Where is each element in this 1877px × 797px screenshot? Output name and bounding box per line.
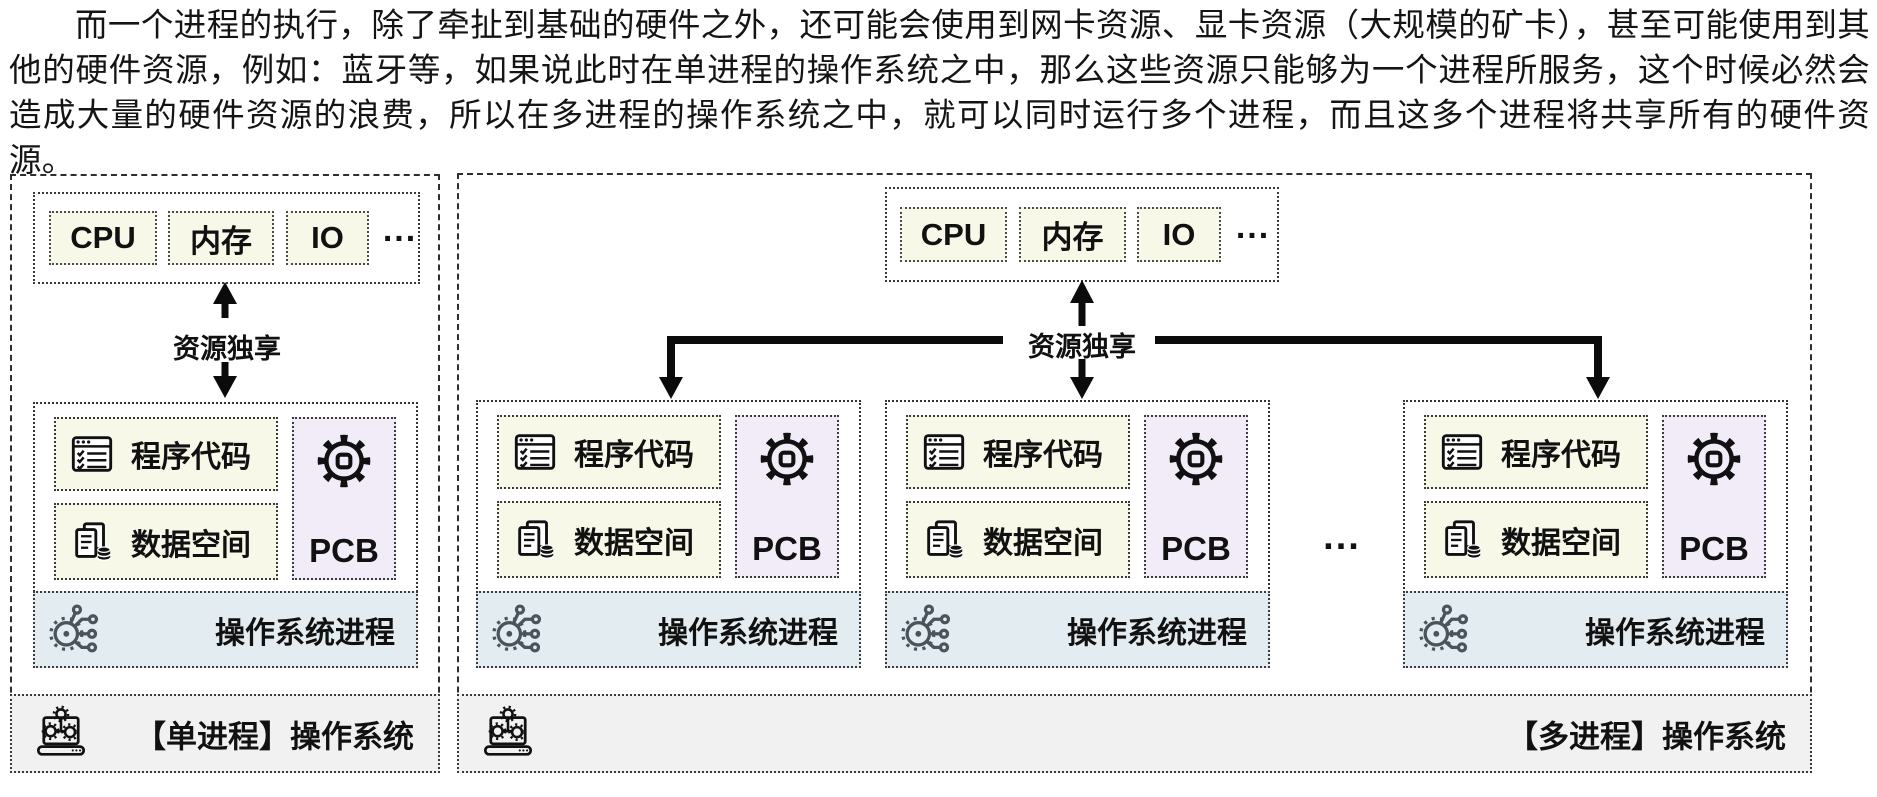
program-code-label: 程序代码	[1501, 439, 1621, 472]
io-label: IO	[1162, 216, 1196, 252]
program-code-box: 程序代码	[54, 417, 278, 491]
pcb-box: PCB	[292, 417, 396, 580]
program-code-icon	[1439, 429, 1485, 475]
pcb-gear-icon	[758, 430, 816, 488]
data-space-label: 数据空间	[983, 526, 1103, 560]
data-space-box: 数据空间	[497, 501, 721, 578]
pcb-gear-icon	[1685, 430, 1743, 488]
os-process-circuit-icon	[1415, 597, 1477, 659]
process-card: 程序代码 数据空间 PCB 操作系统进程	[476, 400, 861, 668]
process-card: 程序代码 数据空间 PCB 操作系统进程	[885, 400, 1270, 668]
data-space-box: 数据空间	[1424, 501, 1648, 578]
io-label: IO	[311, 220, 344, 255]
laptop-gears-icon	[479, 704, 537, 762]
data-space-icon	[921, 517, 967, 563]
cpu-chip: CPU	[49, 211, 157, 265]
program-code-icon	[512, 429, 558, 475]
cpu-label: CPU	[70, 220, 136, 255]
pcb-label: PCB	[752, 530, 822, 567]
cpu-chip: CPU	[900, 207, 1007, 262]
program-code-box: 程序代码	[497, 415, 721, 489]
memory-label: 内存	[1041, 220, 1104, 255]
hardware-box: CPU 内存 IO ...	[33, 192, 420, 284]
data-space-icon	[512, 517, 558, 563]
os-process-circuit-icon	[488, 597, 550, 659]
process-card: 程序代码 数据空间 PCB 操作系统进程	[1403, 400, 1788, 668]
more-processes-ellipsis: ...	[1323, 515, 1361, 558]
memory-chip: 内存	[168, 211, 274, 265]
process-card: 程序代码 数据空间 PCB 操作系统进程	[33, 402, 418, 668]
os-process-bar: 操作系统进程	[885, 591, 1270, 668]
program-code-icon	[921, 429, 967, 475]
resource-exclusive-label: 资源独享	[1028, 332, 1136, 362]
pcb-box: PCB	[1662, 415, 1766, 578]
pcb-gear-icon	[1167, 430, 1225, 488]
single-process-footer: 【单进程】操作系统	[10, 694, 440, 773]
laptop-gears-icon	[32, 704, 90, 762]
data-space-label: 数据空间	[574, 526, 694, 560]
os-process-label: 操作系统进程	[658, 616, 838, 650]
program-code-box: 程序代码	[1424, 415, 1648, 489]
pcb-box: PCB	[735, 415, 839, 578]
os-process-bar: 操作系统进程	[33, 591, 418, 668]
pcb-gear-icon	[315, 432, 373, 490]
memory-chip: 内存	[1019, 207, 1126, 262]
pcb-label: PCB	[1679, 530, 1749, 567]
program-code-icon	[69, 431, 115, 477]
pcb-label: PCB	[309, 532, 379, 569]
os-process-circuit-icon	[897, 597, 959, 659]
os-process-label: 操作系统进程	[215, 616, 395, 650]
hardware-ellipsis: ...	[1235, 207, 1271, 246]
memory-label: 内存	[190, 223, 252, 259]
program-code-label: 程序代码	[131, 441, 251, 474]
hardware-box: CPU 内存 IO ...	[885, 187, 1279, 282]
pcb-box: PCB	[1144, 415, 1248, 578]
cpu-label: CPU	[920, 216, 987, 252]
pcb-label: PCB	[1161, 530, 1231, 567]
data-space-box: 数据空间	[54, 503, 278, 580]
data-space-box: 数据空间	[906, 501, 1130, 578]
os-process-bar: 操作系统进程	[1403, 591, 1788, 668]
data-space-icon	[1439, 517, 1485, 563]
resource-exclusive-label: 资源独享	[173, 334, 281, 364]
multi-process-footer: 【多进程】操作系统	[457, 694, 1812, 773]
os-process-label: 操作系统进程	[1585, 616, 1765, 650]
multi-footer-label: 【多进程】操作系统	[1507, 719, 1786, 754]
intro-paragraph: 而一个进程的执行，除了牵扯到基础的硬件之外，还可能会使用到网卡资源、显卡资源（大…	[9, 7, 1870, 178]
program-code-box: 程序代码	[906, 415, 1130, 489]
single-process-panel: CPU 内存 IO ... 资源独享 程序代码 数据空间 PCB 操作系统进程 …	[10, 174, 440, 773]
single-footer-label: 【单进程】操作系统	[135, 719, 414, 754]
data-space-icon	[69, 519, 115, 565]
os-process-label: 操作系统进程	[1067, 616, 1247, 650]
program-code-label: 程序代码	[574, 439, 694, 472]
io-chip: IO	[1137, 207, 1221, 262]
program-code-label: 程序代码	[983, 439, 1103, 472]
os-process-circuit-icon	[45, 597, 107, 659]
multi-process-panel: CPU 内存 IO ... 资源独享 程序代码 数据空间 PCB	[457, 173, 1812, 773]
os-process-bar: 操作系统进程	[476, 591, 861, 668]
io-chip: IO	[286, 211, 369, 265]
data-space-label: 数据空间	[131, 528, 251, 562]
data-space-label: 数据空间	[1501, 526, 1621, 560]
hardware-ellipsis: ...	[382, 210, 418, 249]
